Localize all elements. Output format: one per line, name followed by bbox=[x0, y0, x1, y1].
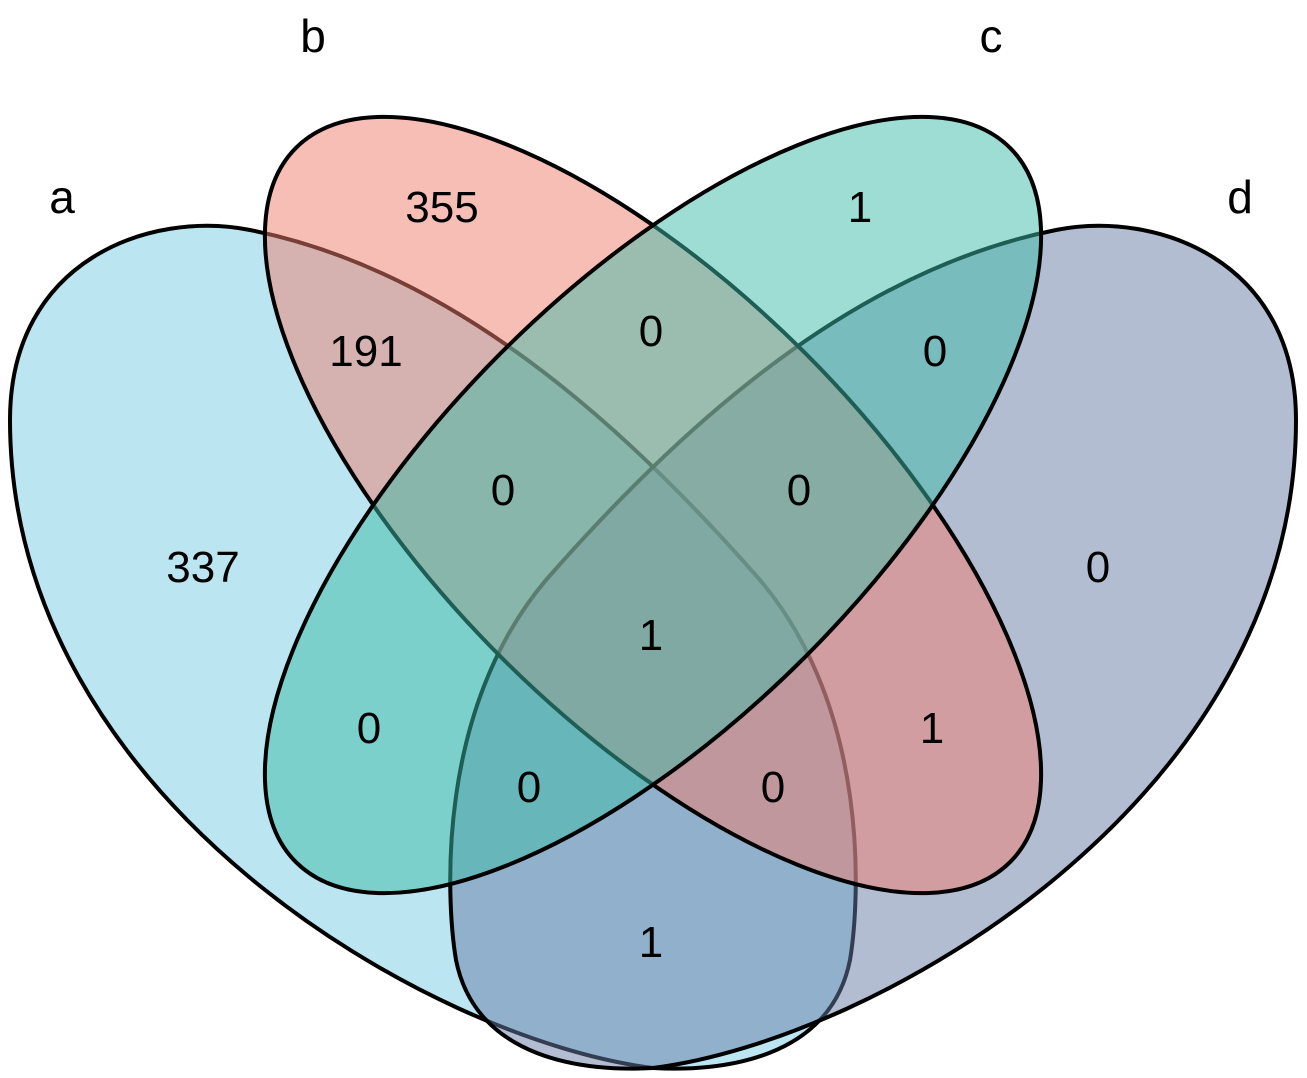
region-count-abc: 0 bbox=[491, 466, 515, 515]
region-count-bc: 0 bbox=[639, 307, 663, 356]
region-count-a: 337 bbox=[166, 543, 239, 592]
region-count-ab: 191 bbox=[329, 327, 402, 376]
region-count-c: 1 bbox=[848, 183, 872, 232]
region-count-d: 0 bbox=[1086, 543, 1110, 592]
set-d-label: d bbox=[1227, 171, 1253, 223]
set-a-label: a bbox=[49, 171, 75, 223]
region-count-abd: 0 bbox=[761, 763, 785, 812]
region-count-bd: 1 bbox=[920, 704, 944, 753]
region-count-bcd: 0 bbox=[787, 466, 811, 515]
set-b-label: b bbox=[300, 10, 326, 62]
region-count-ad: 1 bbox=[639, 918, 663, 967]
region-count-ac: 0 bbox=[357, 704, 381, 753]
set-c-shape bbox=[262, 114, 1044, 896]
region-count-abcd: 1 bbox=[639, 611, 663, 660]
region-count-b: 355 bbox=[405, 183, 478, 232]
region-count-acd: 0 bbox=[517, 763, 541, 812]
set-c-label: c bbox=[980, 10, 1003, 62]
region-count-cd: 0 bbox=[923, 327, 947, 376]
